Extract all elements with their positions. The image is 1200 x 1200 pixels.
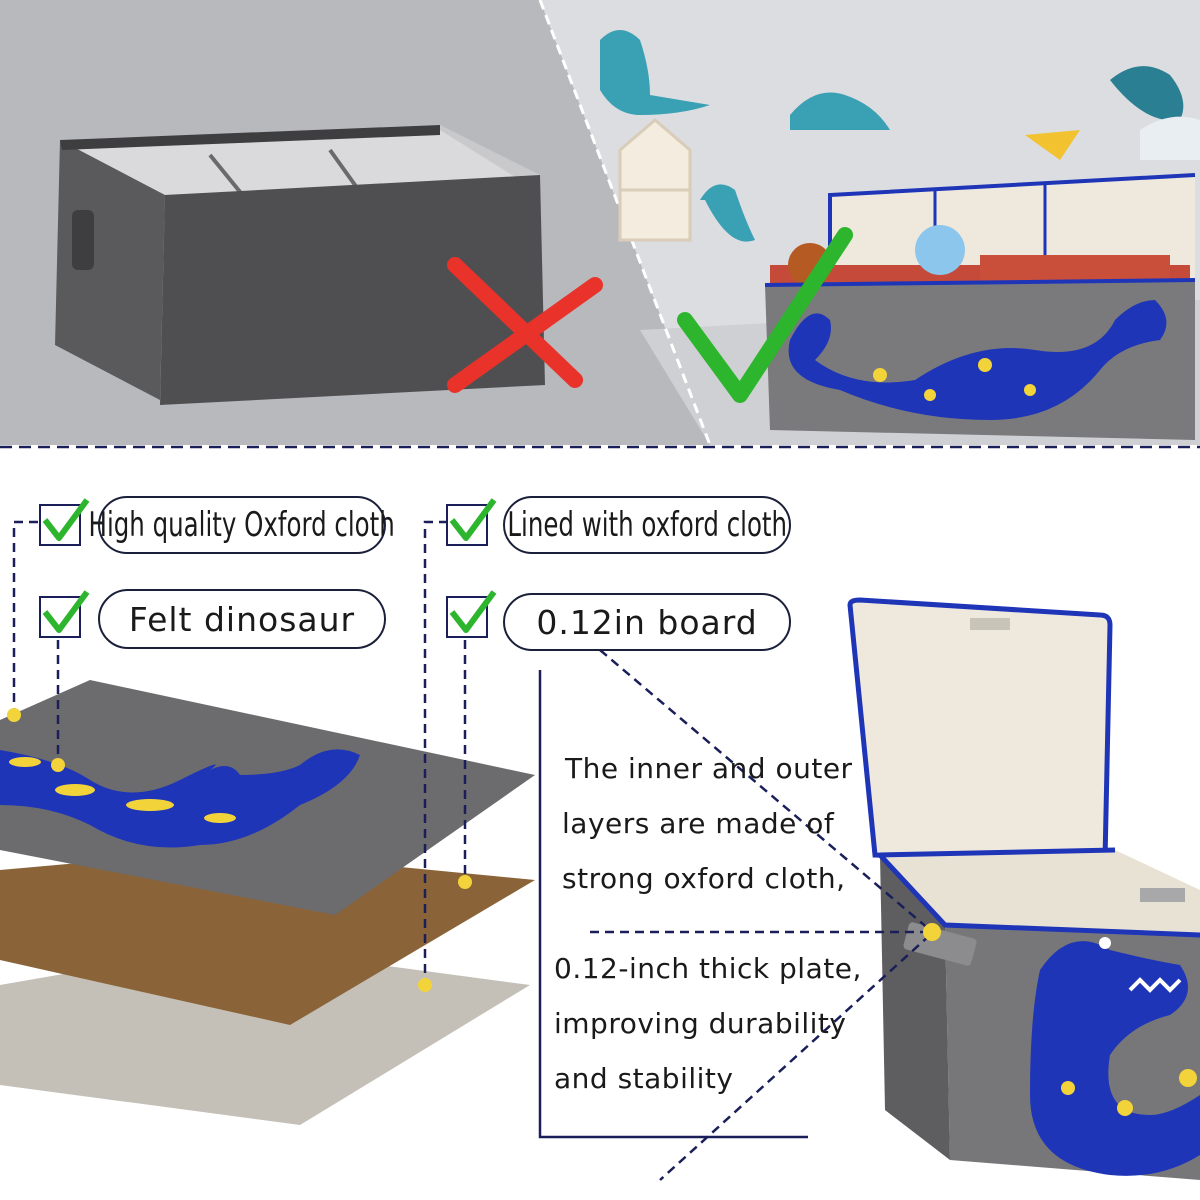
felt-dinosaur-shape <box>0 749 360 848</box>
check-icon <box>446 590 497 638</box>
cross-icon <box>447 257 603 393</box>
check-icon <box>677 227 853 403</box>
feature-label-text: Lined with oxford cloth <box>507 505 787 545</box>
board-layer <box>0 850 535 1025</box>
description-line: The inner and outer <box>565 752 853 785</box>
description-bracket <box>538 670 808 1139</box>
description-line: 0.12-inch thick plate, <box>554 952 862 985</box>
feature-label-text: High quality Oxford cloth <box>88 505 396 545</box>
wall-shelf <box>618 118 692 242</box>
check-icon <box>39 498 90 546</box>
feature-label-board: 0.12in board <box>503 593 791 651</box>
lining-layer <box>0 945 530 1125</box>
description-line: strong oxford cloth, <box>562 862 846 895</box>
feature-check-icons <box>39 498 497 638</box>
feature-label-lining: Lined with oxford cloth <box>503 496 791 554</box>
feature-label-felt-dinosaur: Felt dinosaur <box>98 589 386 649</box>
description-line: and stability <box>554 1062 734 1095</box>
description-line: improving durability <box>554 1007 847 1040</box>
feature-label-text: Felt dinosaur <box>128 599 356 639</box>
callout-dots <box>7 708 941 992</box>
description-line: layers are made of <box>562 807 835 840</box>
long-toy-chest <box>764 173 1196 440</box>
callout-lines <box>12 520 931 1181</box>
feature-label-oxford-cloth: High quality Oxford cloth <box>89 496 395 554</box>
material-layers <box>0 680 535 1125</box>
check-icon <box>39 590 90 638</box>
plain-storage-box <box>55 125 545 405</box>
wall-dinosaur-stickers <box>600 30 1200 242</box>
check-icon <box>446 498 497 546</box>
feature-label-text: 0.12in board <box>536 602 758 642</box>
dinosaur-toy-chest <box>847 597 1200 1180</box>
